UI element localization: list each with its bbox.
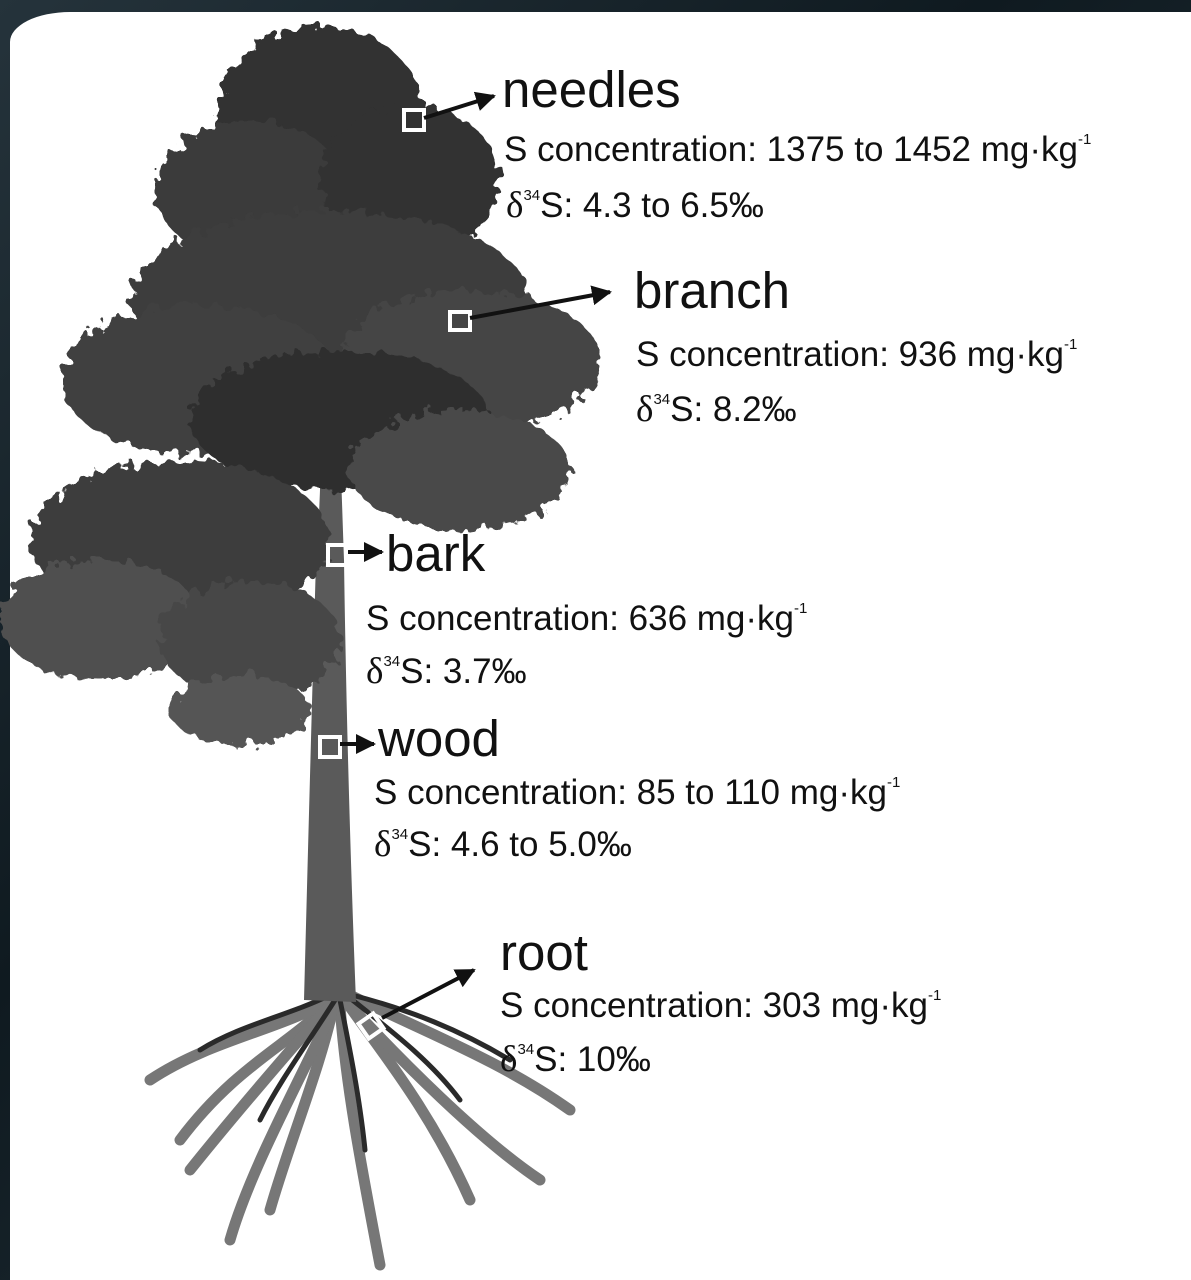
needles-title: needles: [502, 64, 681, 115]
root-isotope-ratio: δ34S: 10‰: [500, 1041, 651, 1078]
bark-title: bark: [386, 528, 485, 579]
wood-concentration: S concentration: 85 to 110 mg·kg-1: [374, 775, 900, 810]
needles-isotope-ratio: δ34S: 4.3 to 6.5‰: [506, 187, 764, 224]
root-system: [150, 995, 570, 1265]
wood-isotope-ratio: δ34S: 4.6 to 5.0‰: [374, 826, 632, 863]
bark-concentration: S concentration: 636 mg·kg-1: [366, 601, 807, 636]
wood-title: wood: [378, 713, 500, 764]
branch-isotope-ratio: δ34S: 8.2‰: [636, 391, 797, 428]
branch-concentration: S concentration: 936 mg·kg-1: [636, 337, 1077, 372]
branch-title: branch: [634, 265, 790, 316]
root-concentration: S concentration: 303 mg·kg-1: [500, 988, 941, 1023]
bark-isotope-ratio: δ34S: 3.7‰: [366, 653, 527, 690]
root-title: root: [500, 927, 588, 978]
needles-concentration: S concentration: 1375 to 1452 mg·kg-1: [504, 132, 1091, 167]
